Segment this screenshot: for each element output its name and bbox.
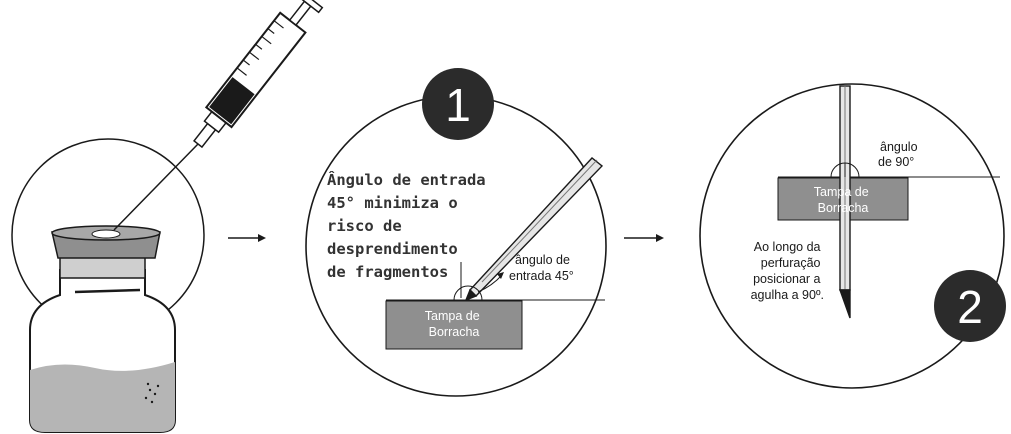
panel-2-circle <box>699 83 1005 389</box>
panel-1-needle <box>464 157 604 302</box>
panel-1-note-line-4: desprendimento <box>327 240 458 258</box>
vial-neck-band <box>59 255 146 279</box>
panel-1-angle-label-line-2: entrada 45° <box>509 269 574 283</box>
panel-2-angle-label-line-2: de 90° <box>878 155 914 169</box>
panel-2-stopper-label: Tampa de Borracha <box>814 185 872 215</box>
vial-label-line <box>74 288 141 294</box>
panel-1-stopper-label: Tampa de Borracha <box>425 309 483 339</box>
panel-1-note-line-1: Ângulo de entrada <box>327 170 486 189</box>
syringe-fluid <box>209 77 255 125</box>
panel-2-stopper-label-line-1: Tampa de <box>814 185 869 199</box>
panel-2-needle <box>839 85 851 319</box>
panel-1: 1 Ângulo de entrada 45° minimiza o risco… <box>305 68 607 397</box>
step-1-badge <box>422 68 494 140</box>
panel-2-note: Ao longo da perfuração posicionar a agul… <box>751 240 824 302</box>
panel-1-angle-label: ângulo de entrada 45° <box>509 253 574 283</box>
syringe <box>193 0 324 149</box>
panel-1-stopper-label-line-1: Tampa de <box>425 309 480 323</box>
vial-cap-center <box>91 229 121 239</box>
vial-liquid <box>30 362 175 432</box>
panel-1-note: Ângulo de entrada 45° minimiza o risco d… <box>327 170 495 281</box>
syringe-needle <box>113 143 199 231</box>
syringe-plunger-end <box>295 0 324 14</box>
arrow-2 <box>624 234 664 242</box>
panel-1-note-line-2: 45° minimiza o <box>327 194 458 212</box>
panel-1-note-line-3: risco de <box>327 217 402 235</box>
panel-2-angle-label: ângulo de 90° <box>878 140 921 169</box>
step-1-number: 1 <box>445 79 471 131</box>
panel-2-note-line-4: agulha a 90º. <box>751 288 824 302</box>
panel-2-note-line-2: perfuração <box>761 256 821 270</box>
vial-illustration <box>11 0 324 433</box>
arrow-1 <box>228 234 266 242</box>
panel-1-note-line-5: de fragmentos <box>327 263 448 281</box>
panel-2: 2 ângulo de 90° Tampa de Borracha Ao lon… <box>699 83 1006 389</box>
syringe-graduations <box>236 20 284 76</box>
step-2-badge <box>934 270 1006 342</box>
panel-1-angle-arrowhead <box>497 272 504 279</box>
panel-1-angle-arc <box>453 285 483 301</box>
panel-2-note-line-3: posicionar a <box>753 272 820 286</box>
panel-1-stopper <box>385 300 523 350</box>
panel-1-angle-label-line-1: ângulo de <box>515 253 570 267</box>
step-2-number: 2 <box>957 281 983 333</box>
vial-dots <box>144 382 160 404</box>
syringe-plunger-rod <box>288 0 312 27</box>
panel-2-note-line-1: Ao longo da <box>754 240 821 254</box>
panel-2-stopper-label-line-2: Borracha <box>818 201 869 215</box>
panel-1-stopper-label-line-2: Borracha <box>429 325 480 339</box>
panel-2-angle-label-line-1: ângulo <box>880 140 918 154</box>
